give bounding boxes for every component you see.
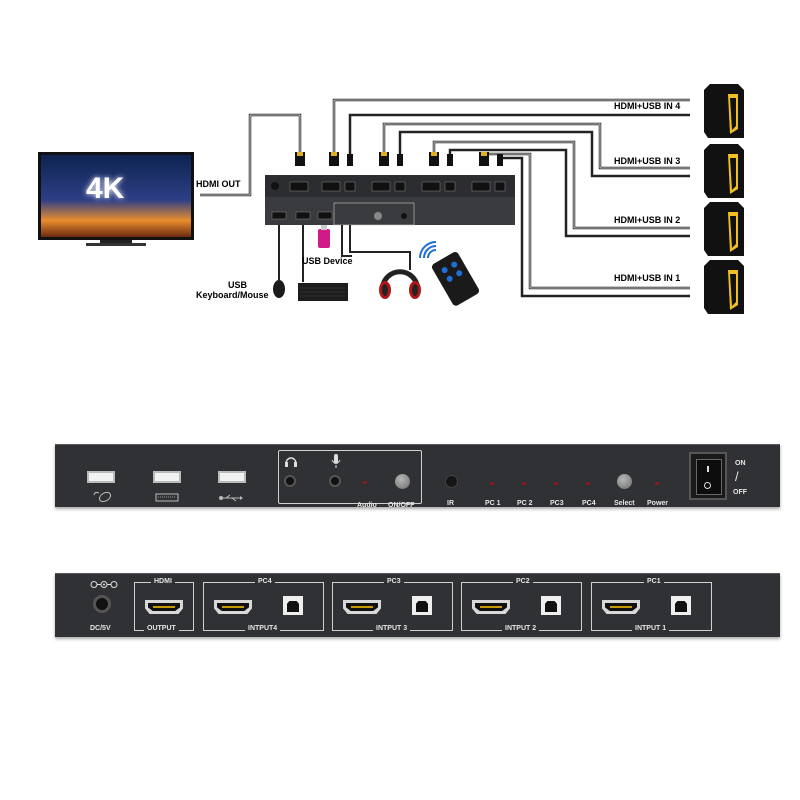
pc4-hdmi-port[interactable]	[214, 600, 252, 614]
usb-port-keyboard[interactable]	[153, 471, 181, 483]
pc4-usb-b-port[interactable]	[283, 596, 303, 615]
ir-sensor	[445, 475, 458, 488]
pc3-led	[554, 482, 558, 485]
usb-flash-drive	[318, 229, 330, 248]
input-label-3: HDMI+USB IN 3	[614, 156, 681, 166]
hdmi-out-label: HDMI OUT	[196, 179, 241, 189]
audio-label: Audio	[357, 502, 377, 509]
pc2-bottom-label: INTPUT 2	[502, 625, 540, 632]
dc-polarity-icon	[90, 581, 118, 588]
usb-port-device[interactable]	[218, 471, 246, 483]
input-label-2: HDMI+USB IN 2	[614, 215, 681, 225]
dc-label: DC/5V	[90, 625, 111, 632]
pc4-led	[586, 482, 590, 485]
headphone-icon	[285, 457, 297, 467]
rear-panel: DC/5V HDMI OUTPUT PC4 INTPUT4 PC3 INTPUT…	[55, 573, 780, 637]
audio-group	[278, 450, 422, 504]
pc3-top-label: PC3	[384, 578, 404, 585]
pc4-label: PC4	[582, 500, 596, 507]
usb-km-label-line2: Keyboard/Mouse	[196, 290, 269, 300]
pc1-bottom-label: INTPUT 1	[632, 625, 670, 632]
switch-on-label: ON	[735, 460, 746, 467]
pc-towers	[704, 84, 744, 314]
switch-slash: /	[735, 469, 739, 484]
pc3-hdmi-port[interactable]	[343, 600, 381, 614]
audio-led	[363, 481, 367, 484]
ir-label: IR	[447, 500, 454, 507]
select-button[interactable]	[617, 474, 632, 489]
mouse-icon	[93, 491, 112, 503]
usb-port-mouse[interactable]	[87, 471, 115, 483]
ir-remote	[431, 252, 480, 306]
pc1-top-label: PC1	[644, 578, 664, 585]
pc1-label: PC 1	[485, 500, 501, 507]
tv-monitor	[38, 152, 194, 246]
kvm-device	[265, 175, 515, 226]
pc4-bottom-label: INTPUT4	[245, 625, 281, 632]
keyboard-icon	[155, 493, 179, 502]
pc3-usb-b-port[interactable]	[412, 596, 432, 615]
pc1-usb-b-port[interactable]	[671, 596, 691, 615]
power-switch[interactable]	[689, 452, 727, 500]
pc2-top-label: PC2	[513, 578, 533, 585]
onoff-label: ON/OFF	[388, 502, 415, 509]
power-led	[655, 482, 659, 485]
hdmi-plugs	[295, 152, 503, 166]
ir-signal-icon	[419, 241, 437, 259]
hdmi-output-top-label: HDMI	[151, 578, 175, 585]
pc3-label: PC3	[550, 500, 564, 507]
headphone-jack[interactable]	[284, 475, 296, 487]
pc2-label: PC 2	[517, 500, 533, 507]
pc4-top-label: PC4	[255, 578, 275, 585]
select-label: Select	[614, 500, 635, 507]
microphone-jack[interactable]	[329, 475, 341, 487]
switch-off-label: OFF	[733, 489, 747, 496]
power-label: Power	[647, 500, 669, 507]
usb-icon	[219, 494, 243, 502]
pc2-led	[522, 482, 526, 485]
cable-diagram	[38, 84, 744, 314]
pc1-hdmi-port[interactable]	[602, 600, 640, 614]
input-label-4: HDMI+USB IN 4	[614, 101, 681, 111]
usb-device-label: USB Device	[302, 256, 353, 266]
pc2-usb-b-port[interactable]	[541, 596, 561, 615]
audio-onoff-button[interactable]	[395, 474, 410, 489]
dc-power-jack[interactable]	[93, 595, 111, 613]
mouse	[273, 280, 285, 298]
front-panel: Audio ON/OFF IR PC 1 PC 2 PC3 PC4 Select…	[55, 444, 780, 509]
input-label-1: HDMI+USB IN 1	[614, 273, 681, 283]
hdmi-output-bottom-label: OUTPUT	[144, 625, 179, 632]
hdmi-output-port[interactable]	[145, 600, 183, 614]
microphone-icon	[331, 454, 341, 468]
tv-4k-label: 4K	[86, 172, 125, 205]
headphones	[379, 269, 421, 299]
pc3-bottom-label: INTPUT 3	[373, 625, 411, 632]
pc2-hdmi-port[interactable]	[472, 600, 510, 614]
usb-km-label-line1: USB	[228, 280, 248, 290]
pc1-led	[490, 482, 494, 485]
